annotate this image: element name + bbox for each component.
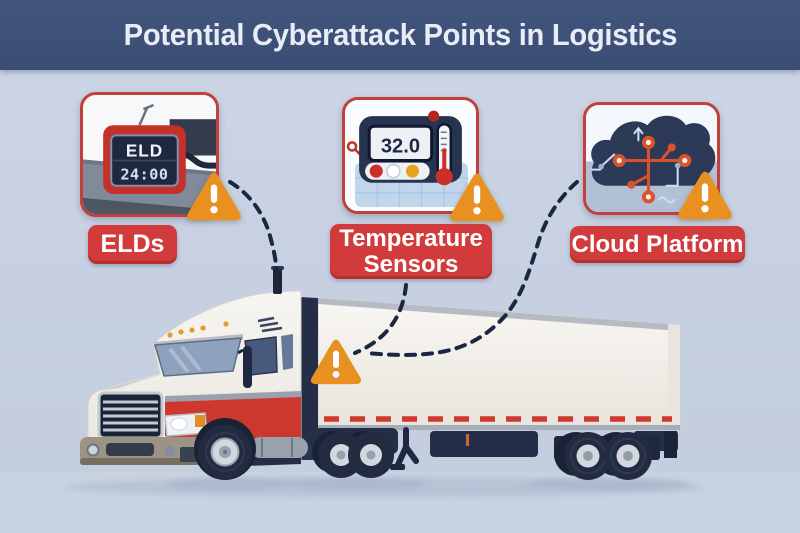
temperature-icon-card: 32.0 [342,97,479,214]
circuit-nodes [612,135,692,204]
trailer [298,297,681,480]
sleeper-window [281,334,293,370]
trailer-wheel [604,432,652,480]
label-cloud-text: Cloud Platform [571,230,744,258]
eld-device-icon: ELD 24:00 [83,95,216,214]
tractor-tandem-wheels [312,431,394,478]
trailer-top-edge [318,298,680,331]
trailer-rear-edge [668,324,680,428]
circuit-accents [591,126,681,204]
connector-cloud-platform [363,180,579,357]
warning-triangle-cloud [676,169,734,222]
label-cloud-platform: Cloud Platform [570,226,745,263]
label-temperature-line2: Sensors [363,250,459,278]
roof-vent-slats [257,316,283,333]
warning-triangle-temperature [448,171,506,224]
squiggle [657,196,676,204]
eld-screen-clock: 24:00 [120,166,168,184]
up-arrow [633,126,644,142]
side-mirror [237,346,252,388]
eld-icon-card: ELD 24:00 [80,92,219,217]
landing-gear [390,427,419,470]
device-buttons [365,162,430,180]
truck-shadow [65,477,705,497]
label-temperature-sensors: Temperature Sensors [330,224,492,279]
connector-elds [228,180,279,285]
label-temperature-line1: Temperature [339,224,483,252]
trailer-bottom-rail [318,425,680,430]
roof-marker-lights [167,321,229,338]
thermometer [435,122,453,186]
antenna [138,103,154,126]
label-elds: ELDs [88,225,177,264]
trailer-wheel [564,432,612,480]
tractor-cab [80,266,398,480]
grille [97,391,164,440]
connector-temperature-sensors [353,283,408,355]
temperature-sensor-icon: 32.0 [345,100,476,211]
front-bumper [80,437,208,465]
trailer-front-wall [298,297,318,455]
page-title: Potential Cyberattack Points in Logistic… [123,17,677,52]
front-wheel [194,418,256,480]
warning-triangle-elds [185,170,243,223]
label-elds-text: ELDs [100,230,165,258]
temperature-reading: 32.0 [381,135,420,157]
eld-device: ELD 24:00 [103,103,186,194]
title-banner: Potential Cyberattack Points in Logistic… [0,0,800,70]
windshield [154,337,242,377]
cloud-shape [591,115,716,186]
thermostat-device: 32.0 [346,110,462,186]
temperature-screen [367,124,434,163]
trailer-wheels [554,432,660,480]
eld-screen-title: ELD [126,141,163,161]
